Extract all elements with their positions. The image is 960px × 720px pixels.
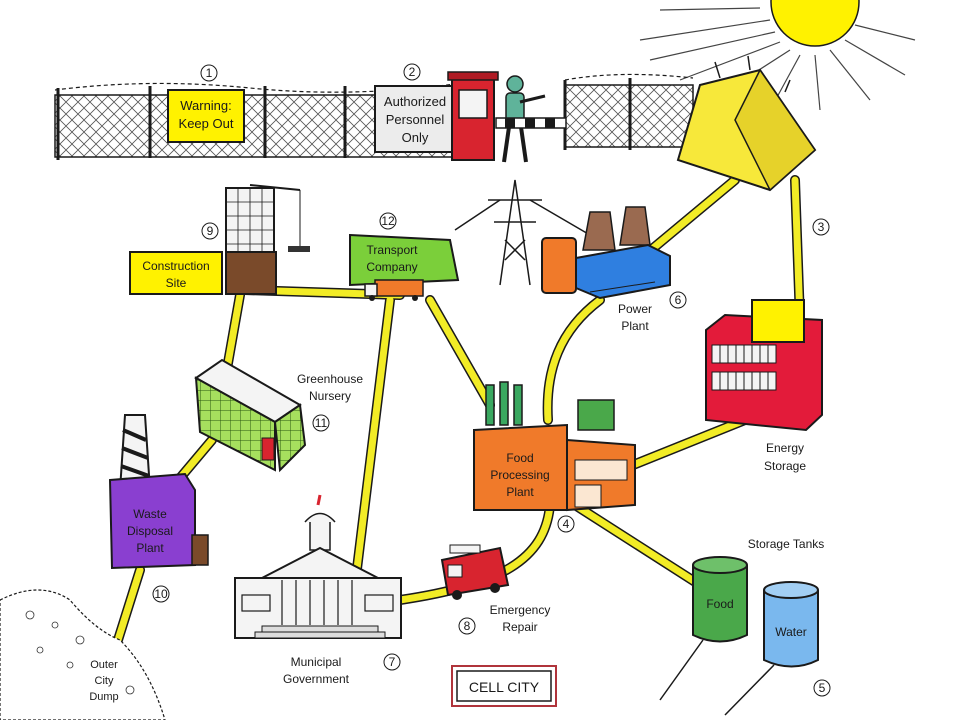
greenhouse-label-line1: Greenhouse	[297, 372, 363, 386]
warning-sign: Warning: Keep Out	[167, 89, 245, 143]
construction-sign-line1: Construction	[142, 259, 209, 273]
power-pylon	[454, 179, 591, 286]
emergency-label-line1: Emergency	[490, 603, 551, 617]
storage-tanks-label: Storage Tanks	[748, 537, 825, 551]
dump-label-line3: Dump	[89, 691, 118, 703]
label-number-7: 7	[389, 655, 396, 669]
authorized-sign-line1: Authorized	[384, 94, 446, 109]
municipal-label-line1: Municipal	[291, 655, 342, 669]
cell-city-title-badge: CELL CITY	[451, 665, 557, 707]
municipal-label-line2: Government	[283, 672, 350, 686]
label-number-8: 8	[464, 619, 471, 633]
greenhouse-label-line2: Nursery	[309, 389, 351, 403]
transport-truck	[364, 279, 424, 301]
energy-storage-building	[705, 299, 823, 432]
fire-truck	[440, 544, 510, 600]
food-plant-label-line3: Plant	[506, 485, 534, 499]
solar-collector	[676, 55, 817, 192]
label-number-4: 4	[563, 517, 570, 531]
municipal-government-building	[234, 494, 402, 639]
transport-sign-line2: Company	[366, 260, 417, 274]
label-number-11: 11	[315, 416, 328, 430]
label-number-6: 6	[675, 293, 682, 307]
construction-sign-line2: Site	[166, 276, 187, 290]
label-number-5: 5	[819, 681, 826, 695]
energy-storage-label-line1: Energy	[766, 441, 804, 455]
food-tank-label: Food	[706, 597, 733, 611]
waste-plant-label-line3: Plant	[136, 541, 164, 555]
gate-arm	[495, 117, 567, 129]
label-number-9: 9	[207, 224, 214, 238]
construction-sign: Construction Site	[129, 251, 223, 295]
food-processing-plant	[473, 381, 636, 512]
transport-sign-line1: Transport	[367, 243, 419, 257]
label-number-1: 1	[206, 66, 213, 80]
food-storage-tank	[659, 556, 748, 701]
waste-plant-label-line2: Disposal	[127, 524, 173, 538]
dump-label-line2: City	[95, 675, 114, 687]
outer-city-dump	[0, 589, 166, 720]
power-plant-label-line2: Plant	[621, 319, 649, 333]
power-plant	[541, 206, 671, 300]
road-fill	[114, 176, 804, 644]
food-plant-label-line1: Food	[506, 451, 533, 465]
label-number-3: 3	[818, 220, 825, 234]
guard-booth	[447, 71, 499, 161]
energy-storage-label-line2: Storage	[764, 459, 806, 473]
label-number-2: 2	[409, 65, 416, 79]
greenhouse-building	[194, 358, 307, 473]
emergency-label-line2: Repair	[502, 620, 537, 634]
authorized-sign-line3: Only	[402, 130, 429, 145]
transport-company-sign: Transport Company	[349, 233, 460, 287]
warning-sign-line2: Keep Out	[179, 116, 234, 131]
water-storage-tank	[724, 581, 819, 716]
label-number-12: 12	[381, 214, 395, 228]
cell-city-title: CELL CITY	[469, 679, 540, 695]
food-plant-label-line2: Processing	[490, 468, 549, 482]
dump-label-line1: Outer	[90, 659, 118, 671]
authorized-sign: Authorized Personnel Only	[374, 85, 456, 153]
authorized-sign-line2: Personnel	[386, 112, 445, 127]
water-tank-label: Water	[775, 625, 807, 639]
warning-sign-line1: Warning:	[180, 98, 232, 113]
power-plant-label-line1: Power	[618, 302, 652, 316]
waste-plant-label-line1: Waste	[133, 507, 167, 521]
construction-building	[225, 184, 310, 295]
label-number-10: 10	[154, 587, 168, 601]
waste-disposal-plant	[108, 414, 209, 570]
